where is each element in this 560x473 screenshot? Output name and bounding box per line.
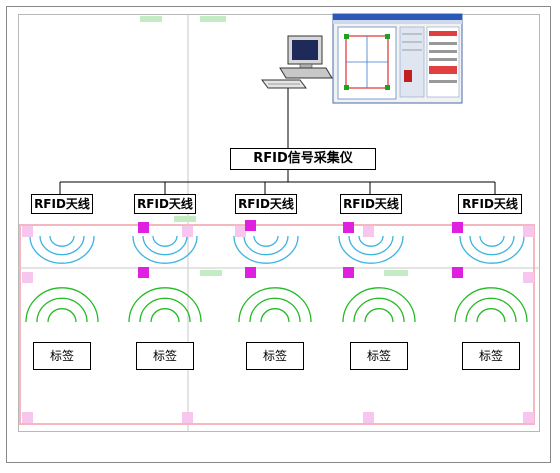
rfid-antenna-box: RFID天线	[235, 194, 297, 214]
magenta-marker	[452, 267, 463, 278]
antenna-wave-arc	[39, 235, 85, 256]
green-patch	[140, 16, 162, 22]
rfid-reader-box: RFID信号采集仪	[230, 148, 376, 170]
pink-marker	[22, 272, 33, 283]
tag-wave-arc	[476, 308, 506, 323]
tag-box: 标签	[462, 342, 520, 370]
pink-marker	[523, 272, 534, 283]
magenta-marker	[245, 220, 256, 231]
green-patch	[384, 270, 408, 276]
antenna-wave-arc	[49, 235, 75, 247]
antenna-wave-arc	[338, 235, 404, 264]
antenna-wave-arc	[253, 235, 279, 247]
outer-frame	[6, 6, 551, 463]
tag-wave-arc	[150, 308, 180, 323]
antenna-wave-arc	[243, 235, 289, 256]
pink-marker	[363, 412, 374, 423]
pink-markers	[22, 226, 534, 423]
rfid-antenna-box: RFID天线	[458, 194, 522, 214]
antenna-wave-arc	[132, 235, 198, 264]
tag-wave-arc	[25, 287, 99, 323]
rfid-antenna-box: RFID天线	[31, 194, 93, 214]
magenta-marker	[343, 267, 354, 278]
magenta-marker	[138, 222, 149, 233]
magenta-marker	[452, 222, 463, 233]
pink-marker	[523, 412, 534, 423]
tag-wave-arc	[139, 297, 191, 323]
antenna-wave-arc	[358, 235, 384, 247]
pink-marker	[363, 226, 374, 237]
antenna-wave-arc	[479, 235, 505, 247]
pink-marker	[182, 412, 193, 423]
tag-wave-arc	[465, 297, 517, 323]
tag-wave-arc	[249, 297, 301, 323]
tag-wave-arc	[238, 287, 312, 323]
pink-marker	[22, 412, 33, 423]
green-patch	[200, 16, 226, 22]
green-patch	[174, 216, 196, 222]
computer-icon	[261, 35, 333, 89]
tag-box: 标签	[136, 342, 194, 370]
magenta-marker	[138, 267, 149, 278]
tag-box: 标签	[246, 342, 304, 370]
tag-wave-arc	[36, 297, 88, 323]
magenta-marker	[343, 222, 354, 233]
rfid-antenna-box: RFID天线	[340, 194, 402, 214]
antenna-wave-arc	[142, 235, 188, 256]
tag-wave-arc	[364, 308, 394, 323]
antenna-signal-waves	[29, 235, 525, 264]
antenna-wave-arc	[29, 235, 95, 264]
magenta-marker	[245, 267, 256, 278]
software-screenshot	[332, 13, 463, 104]
tag-box: 标签	[350, 342, 408, 370]
coverage-zone	[19, 224, 535, 425]
tag-wave-arc	[342, 287, 416, 323]
antenna-wave-arc	[469, 235, 515, 256]
tag-wave-arc	[454, 287, 528, 323]
pink-marker	[22, 226, 33, 237]
connection-lines	[59, 82, 496, 194]
magenta-markers	[138, 220, 463, 278]
pink-marker	[523, 226, 534, 237]
antenna-wave-arc	[152, 235, 178, 247]
tag-wave-arc	[128, 287, 202, 323]
tag-wave-arc	[47, 308, 77, 323]
antenna-wave-arc	[459, 235, 525, 264]
green-patch	[200, 270, 222, 276]
tag-wave-arc	[260, 308, 290, 323]
tag-wave-arc	[353, 297, 405, 323]
tag-box: 标签	[33, 342, 91, 370]
pink-marker	[182, 226, 193, 237]
antenna-wave-arc	[348, 235, 394, 256]
inner-frame	[18, 14, 540, 432]
tag-signal-waves	[25, 287, 528, 323]
rfid-antenna-box: RFID天线	[134, 194, 196, 214]
antenna-wave-arc	[233, 235, 299, 264]
pink-marker	[235, 226, 246, 237]
